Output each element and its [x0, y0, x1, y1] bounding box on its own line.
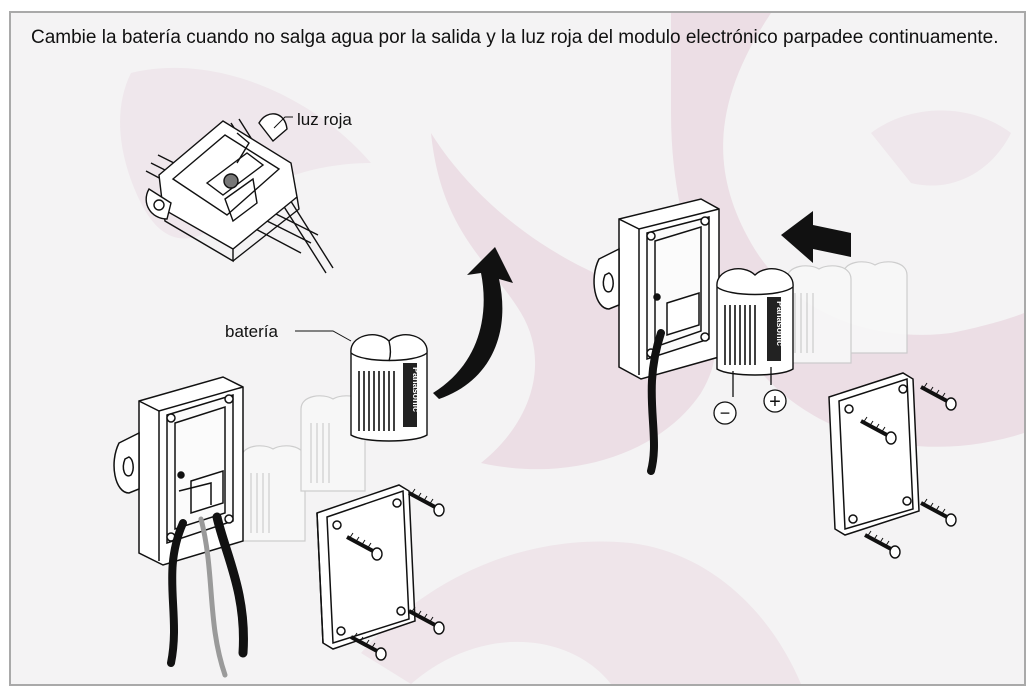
- screws-right: [860, 382, 957, 559]
- screw-icon: [920, 382, 957, 411]
- red-light-label: luz roja: [297, 110, 352, 129]
- screws-left: [346, 488, 445, 661]
- screw-icon: [346, 532, 383, 561]
- polarity-markers: [713, 367, 787, 425]
- wires-left: [167, 512, 248, 678]
- minus-symbol: −: [720, 403, 731, 423]
- cover-right: [828, 372, 920, 536]
- plus-symbol: +: [769, 391, 781, 413]
- battery-right: Panasonic: [716, 268, 794, 376]
- battery-brand-left: Panasonic: [411, 367, 421, 412]
- battery-brand-right: Panasonic: [775, 301, 785, 346]
- screw-icon: [864, 530, 901, 559]
- instruction-text: Cambie la batería cuando no salga agua p…: [31, 27, 999, 48]
- screw-icon: [860, 416, 897, 445]
- screw-icon: [408, 488, 445, 517]
- arrow-left-icon: [781, 211, 851, 263]
- battery-label-leader: [295, 330, 352, 342]
- battery-left: Panasonic: [350, 334, 428, 442]
- screw-icon: [408, 606, 445, 635]
- screw-icon: [920, 498, 957, 527]
- ghost-batteries-left: [240, 395, 366, 542]
- instruction-panel: luz roja Panasonic batería: [9, 11, 1026, 686]
- curved-arrow-up-icon: [433, 247, 513, 399]
- module-detail: [145, 113, 334, 274]
- housing-right: [593, 198, 720, 380]
- ghost-batteries-right: [786, 261, 908, 364]
- wire-right: [647, 329, 665, 475]
- battery-replacement-illustration: luz roja Panasonic batería: [113, 13, 1024, 684]
- battery-label: batería: [225, 322, 278, 341]
- screw-icon: [350, 632, 387, 661]
- cover-left: [316, 484, 416, 650]
